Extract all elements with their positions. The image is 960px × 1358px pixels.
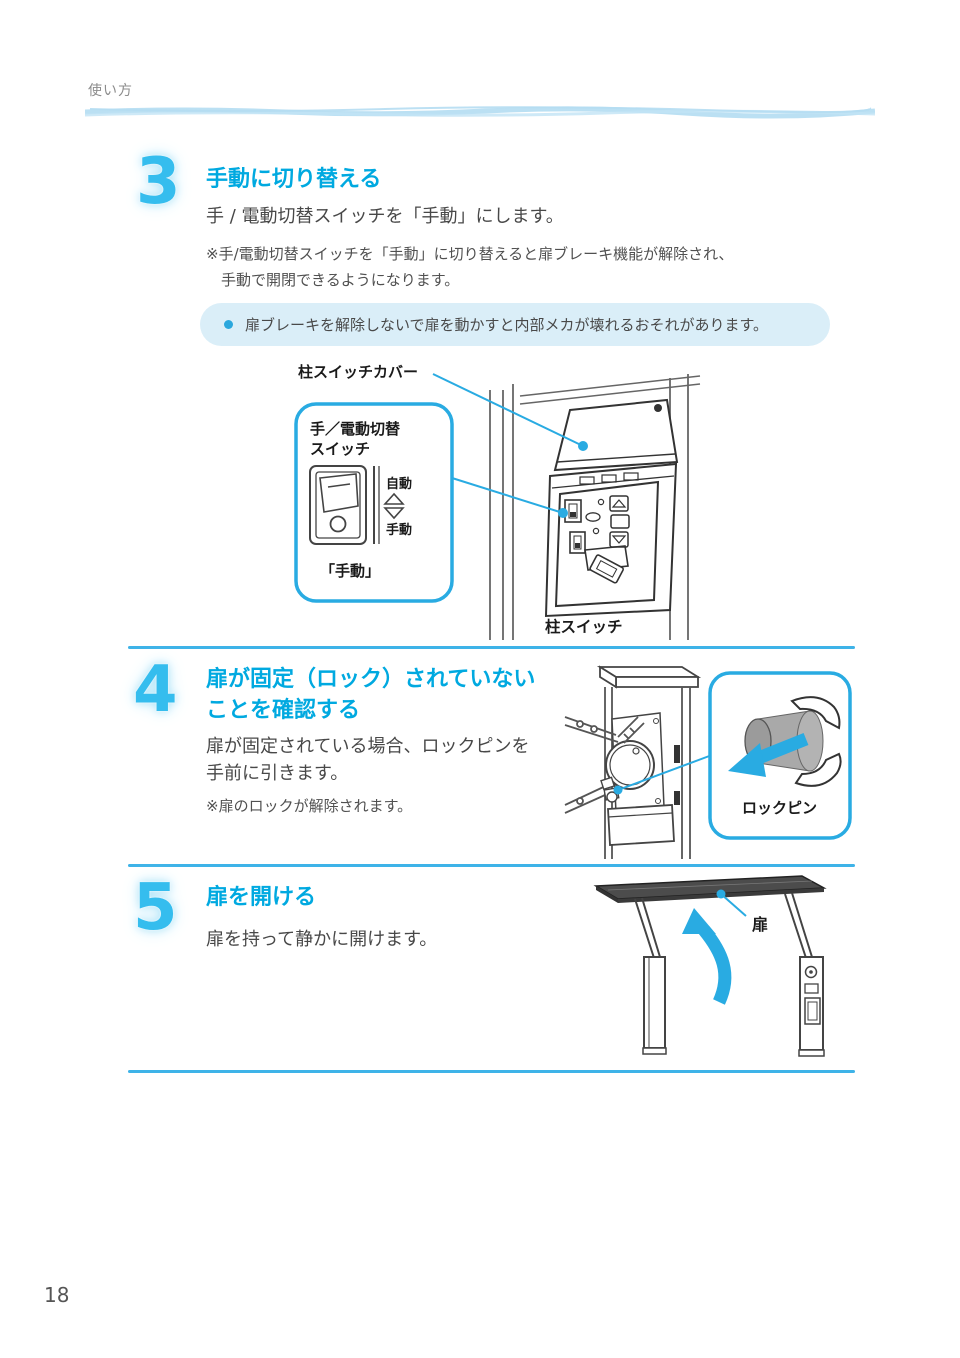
switch-callout-label-line1: 手／電動切替 <box>310 420 401 438</box>
step3-note-line2: 手動で開閉できるようになります。 <box>221 271 460 289</box>
auto-label: 自動 <box>386 476 412 492</box>
panel-controls <box>564 495 630 584</box>
rocker-switch-drawing <box>309 465 367 545</box>
pillar-cap <box>596 665 702 689</box>
switch-callout: 手／電動切替 スイッチ 自動 手動 「手動」 <box>294 402 454 603</box>
bullet-dot-icon <box>224 320 233 329</box>
switch-leader-line <box>451 477 568 518</box>
step4-note: ※扉のロックが解除されます。 <box>206 797 413 815</box>
step4-title-line1: 扉が固定（ロック）されていない <box>206 667 536 692</box>
step4-title: 扉が固定（ロック）されていない ことを確認する <box>206 664 535 726</box>
switch-position-label: 「手動」 <box>320 562 380 580</box>
step5-body: 扉を持って静かに開けます。 <box>206 929 438 950</box>
pillar-switch-cover <box>553 398 679 472</box>
step3-title: 手動に切り替える <box>206 167 382 192</box>
door-label: 扉 <box>752 915 768 934</box>
lockpin-illustration <box>728 696 842 787</box>
lower-housing <box>607 804 675 846</box>
step4-title-line2: ことを確認する <box>206 698 361 723</box>
cover-leader-line <box>432 373 588 451</box>
page-number: 18 <box>44 1283 70 1307</box>
lockpin-callout: ロックピン <box>708 671 852 840</box>
down-arrow-icon <box>383 507 405 520</box>
step4-body-line1: 扉が固定されている場合、ロックピンを <box>206 736 530 757</box>
step5-title: 扉を開ける <box>206 885 317 910</box>
door-leader-line <box>716 889 747 917</box>
auto-manual-indicator: 自動 手動 <box>373 466 412 544</box>
step4-body-line2: 手前に引きます。 <box>206 763 349 784</box>
pillar-switch-label: 柱スイッチ <box>545 617 623 636</box>
lock-pin-label: ロックピン <box>742 799 817 817</box>
up-arrow-icon <box>383 492 405 505</box>
top-beam <box>519 375 701 405</box>
cover-label: 柱スイッチカバー <box>298 363 418 381</box>
pulley-disc <box>605 712 665 814</box>
manual-label: 手動 <box>386 522 412 538</box>
section-divider-3 <box>128 1070 855 1073</box>
step4-body: 扉が固定されている場合、ロックピンを 手前に引きます。 <box>206 733 529 787</box>
step3-note-line1: ※手/電動切替スイッチを「手動」に切り替えると扉ブレーキ機能が解除され、 <box>206 245 734 263</box>
caution-box: 扉ブレーキを解除しないで扉を動かすと内部メカが壊れるおそれがあります。 <box>200 303 830 346</box>
brush-stroke-rule <box>85 106 875 119</box>
left-leg <box>634 897 667 1055</box>
step3-number: 3 <box>136 145 181 219</box>
step4-diagram: ロックピン <box>564 665 852 859</box>
step5-number: 5 <box>133 871 178 945</box>
lockpin-leader-line <box>613 754 713 795</box>
switch-callout-label-line2: スイッチ <box>310 440 370 458</box>
step5-diagram: 扉 <box>593 875 827 1057</box>
step3-diagram: 手／電動切替 スイッチ 自動 手動 「手動」 柱スイッチカバー 柱スイッチ <box>294 363 701 640</box>
pillar-body <box>544 462 678 618</box>
section-divider-2 <box>128 864 855 867</box>
right-leg <box>784 892 825 1057</box>
opened-door <box>593 875 827 903</box>
step3-body: 手 / 電動切替スイッチを「手動」にします。 <box>206 206 564 227</box>
section-divider-1 <box>128 646 855 649</box>
pull-arrow-icon <box>728 743 766 777</box>
step4-number: 4 <box>133 653 178 727</box>
caution-text: 扉ブレーキを解除しないで扉を動かすと内部メカが壊れるおそれがあります。 <box>245 316 769 334</box>
open-arrow-icon <box>682 908 732 1005</box>
section-header: 使い方 <box>88 83 133 99</box>
step3-note: ※手/電動切替スイッチを「手動」に切り替えると扉ブレーキ機能が解除され、 手動で… <box>206 241 733 293</box>
